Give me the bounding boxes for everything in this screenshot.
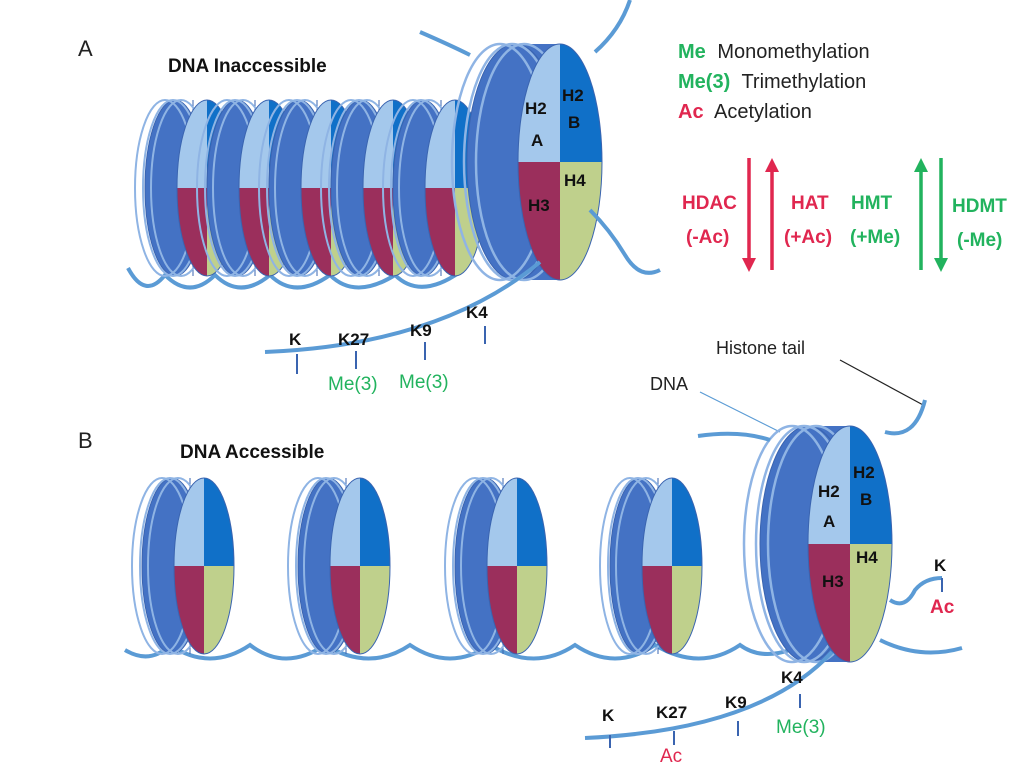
tail-a-mark-2: Me(3): [328, 374, 378, 395]
legend-item-3: Ac Acetylation: [678, 101, 812, 123]
nucleosome-b-2: [287, 477, 391, 655]
legend-item-1: Me Monomethylation: [678, 41, 870, 63]
h3-label-a: H3: [528, 196, 550, 215]
enzyme-hdmt-name: HDMT: [952, 196, 1007, 217]
enzyme-hat-name: HAT: [791, 193, 829, 214]
tail-a-mark-3: Me(3): [399, 372, 449, 393]
h2a-label-b1: H2: [818, 482, 840, 501]
h2a-label-a1: H2: [525, 99, 547, 118]
arrow-up-icon: [914, 158, 928, 172]
panel-b-title: DNA Accessible: [180, 442, 324, 463]
enzyme-hmt-effect: (+Me): [850, 227, 900, 248]
h2b-label-b1: H2: [853, 463, 875, 482]
panel-a-chromatin: H2 A H2 B H3 H4 K K27 K9 K4 Me(3) Me(3): [126, 0, 661, 395]
nucleosome-b-1: [131, 477, 235, 655]
side-tail-mark: Ac: [930, 597, 955, 618]
tail-b-site-1: K: [602, 706, 615, 725]
h4-label-a: H4: [564, 171, 586, 190]
h2b-label-b2: B: [860, 490, 872, 509]
h4-label-b: H4: [856, 548, 878, 567]
arrow-down-icon: [742, 258, 756, 272]
tail-b-site-3: K9: [725, 693, 747, 712]
h2b-label-a1: H2: [562, 86, 584, 105]
tail-b-mark-2: Ac: [660, 746, 682, 767]
h2a-label-b2: A: [823, 512, 835, 531]
tail-b-site-4: K4: [781, 668, 803, 687]
enzyme-hat-effect: (+Ac): [784, 227, 832, 248]
enzyme-hmt-name: HMT: [851, 193, 893, 214]
legend-abbr-me3: Me(3): [678, 71, 730, 93]
h3-label-b: H3: [822, 572, 844, 591]
tail-a-site-4: K4: [466, 303, 488, 322]
nucleosome-a-large: [419, 0, 661, 282]
panel-a-title: DNA Inaccessible: [168, 56, 327, 77]
nucleosome-b-3: [444, 477, 548, 655]
h2a-label-a2: A: [531, 131, 543, 150]
enzyme-hdac-name: HDAC: [682, 193, 737, 214]
histone-tail-annotation: Histone tail: [716, 338, 805, 358]
side-tail-site: K: [934, 556, 947, 575]
enzyme-hdac-effect: (-Ac): [686, 227, 729, 248]
enzyme-arrows: HDAC (-Ac) HAT (+Ac) HMT (+Me) HDMT (-Me…: [682, 158, 1007, 272]
panel-b-chromatin: H2 A H2 B H3 H4 K Ac K K27 K9 K4 Ac Me(3…: [123, 399, 963, 767]
h2b-label-a2: B: [568, 113, 580, 132]
legend-item-2: Me(3) Trimethylation: [678, 71, 866, 93]
legend-text-trimethylation: Trimethylation: [741, 71, 866, 93]
nucleosome-b-large: [697, 399, 963, 664]
legend-text-monomethylation: Monomethylation: [717, 41, 869, 63]
tail-b-site-2: K27: [656, 703, 687, 722]
panel-b-letter: B: [78, 428, 93, 453]
arrow-down-icon: [934, 258, 948, 272]
legend: Me Monomethylation Me(3) Trimethylation …: [678, 41, 870, 123]
arrow-up-icon: [765, 158, 779, 172]
legend-abbr-me: Me: [678, 41, 706, 63]
tail-b-mark-4: Me(3): [776, 717, 826, 738]
tail-a-site-2: K27: [338, 330, 369, 349]
enzyme-hdmt-effect: (-Me): [957, 230, 1002, 251]
legend-abbr-ac: Ac: [678, 101, 704, 123]
tail-a-site-3: K9: [410, 321, 432, 340]
dna-annotation: DNA: [650, 374, 688, 394]
nucleosome-b-4: [599, 477, 703, 655]
legend-text-acetylation: Acetylation: [714, 101, 812, 123]
panel-a-letter: A: [78, 36, 93, 61]
tail-a-site-1: K: [289, 330, 302, 349]
